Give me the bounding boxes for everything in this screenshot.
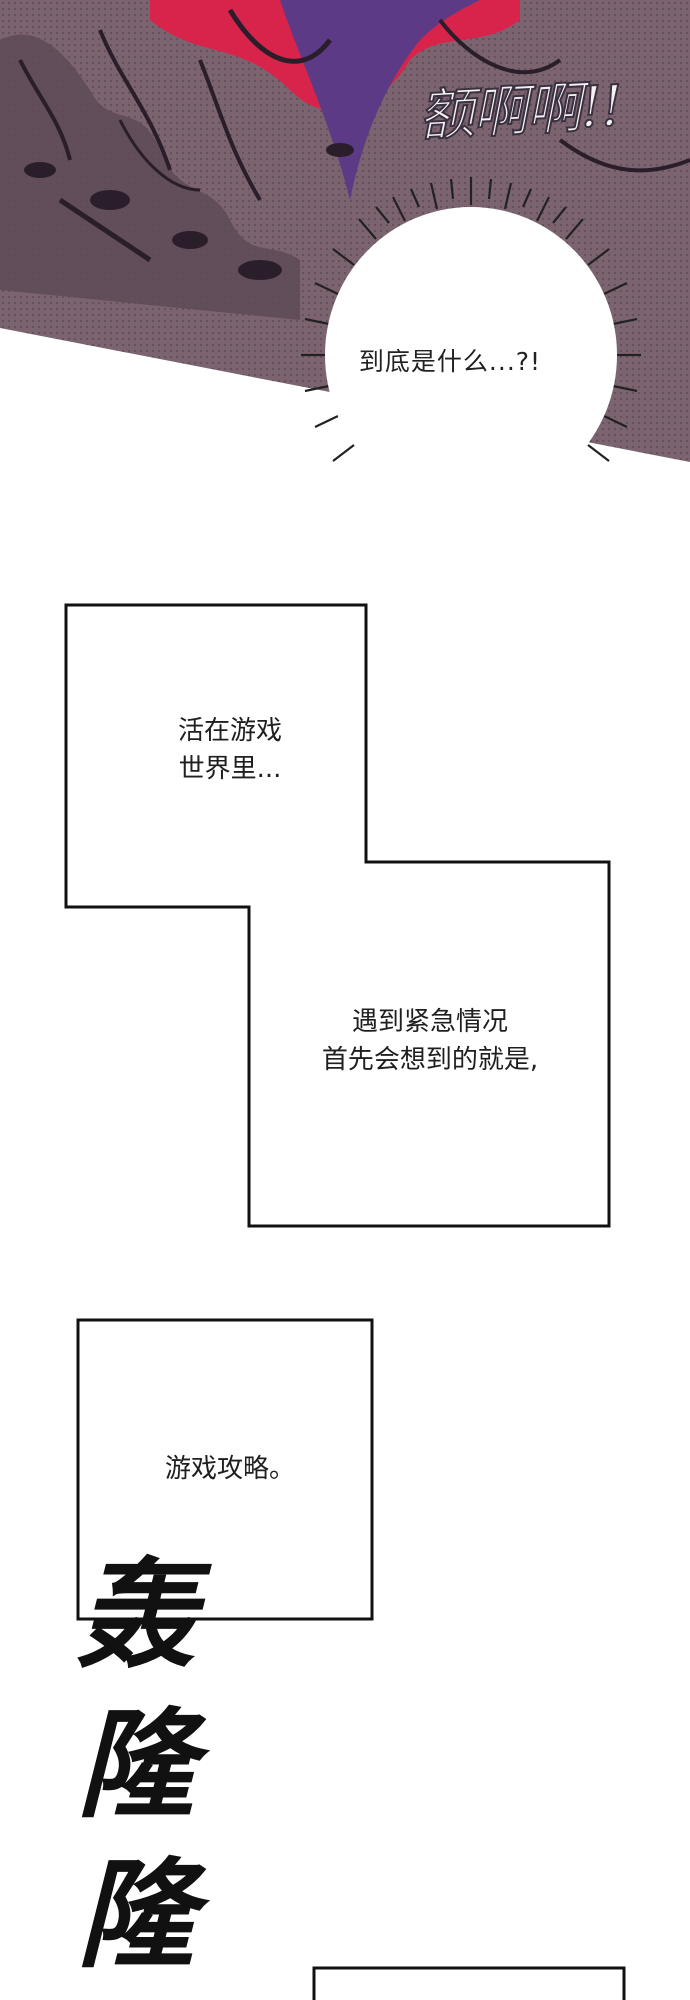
caption-game-world: 活在游戏 世界里... xyxy=(177,716,282,784)
speech-bubble-text: 到底是什么...?! xyxy=(358,347,542,376)
bottom-panel-edge xyxy=(312,1966,626,2000)
purple-mass-shape xyxy=(280,0,480,200)
caption-emergency: 遇到紧急情况 首先会想到的就是, xyxy=(321,1007,539,1075)
rumble-char-2: 隆 xyxy=(76,1695,195,1834)
rumble-char-3: 隆 xyxy=(76,1845,195,1984)
rumble-sfx: 轰 隆 隆 xyxy=(56,1540,216,1990)
drip-shape xyxy=(0,34,300,321)
caption-game-guide: 游戏攻略。 xyxy=(164,1454,295,1484)
monster-art-panel xyxy=(0,0,690,470)
caption-box-1 xyxy=(64,603,611,1228)
scream-sfx: 额啊啊!! xyxy=(416,73,624,151)
burst-bubble xyxy=(301,177,641,470)
rumble-char-1: 轰 xyxy=(76,1545,195,1684)
